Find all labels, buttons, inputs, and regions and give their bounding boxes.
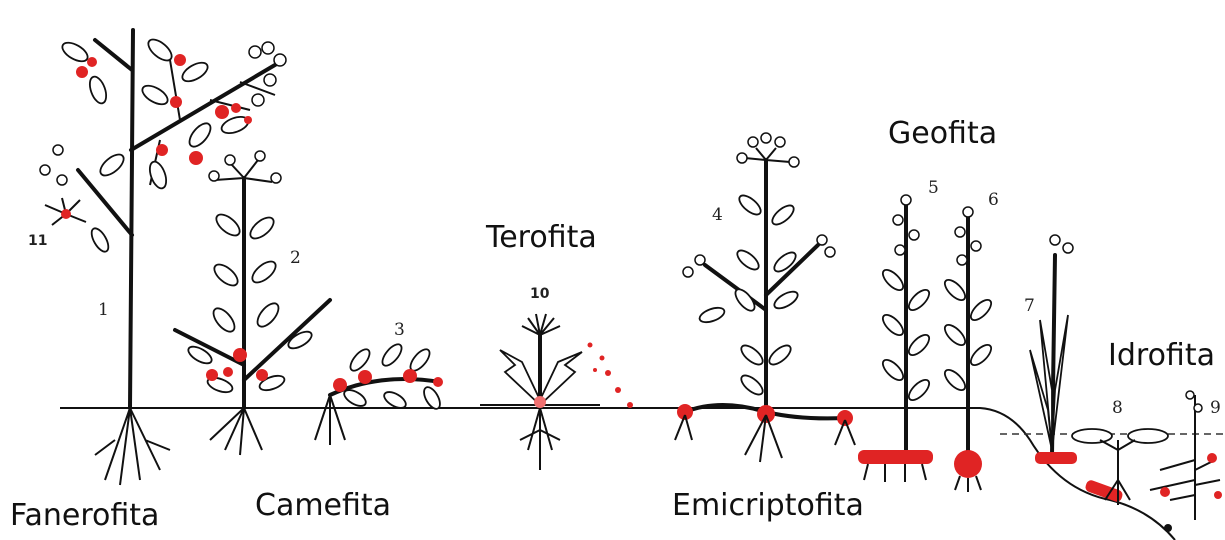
- number-4: 4: [712, 205, 723, 225]
- number-11: 11: [28, 233, 47, 249]
- number-1: 1: [98, 300, 109, 320]
- label-camefita: Camefita: [255, 488, 391, 523]
- roots: [95, 408, 170, 485]
- number-10: 10: [530, 286, 549, 302]
- number-8: 8: [1112, 398, 1123, 418]
- label-terofita: Terofita: [486, 220, 597, 255]
- label-idrofita: Idrofita: [1108, 338, 1215, 373]
- geophyte-bulb: [942, 207, 995, 492]
- phanerophyte-plant: [40, 30, 286, 485]
- hemicryptophyte-plant: [675, 133, 855, 462]
- number-9: 9: [1210, 398, 1221, 418]
- label-geofita: Geofita: [888, 116, 997, 151]
- epiphyte-small: [45, 198, 86, 225]
- number-5: 5: [928, 178, 939, 198]
- number-3: 3: [394, 320, 405, 340]
- chamaephyte-upright: [175, 151, 330, 455]
- therophyte-plant: [480, 314, 633, 470]
- number-6: 6: [988, 190, 999, 210]
- chamaephyte-prostrate: [315, 341, 443, 445]
- label-emicriptofita: Emicriptofita: [672, 488, 864, 523]
- label-fanerofita: Fanerofita: [10, 498, 159, 533]
- number-2: 2: [290, 248, 301, 268]
- geophyte-rhizome: [858, 195, 933, 482]
- number-7: 7: [1024, 296, 1035, 316]
